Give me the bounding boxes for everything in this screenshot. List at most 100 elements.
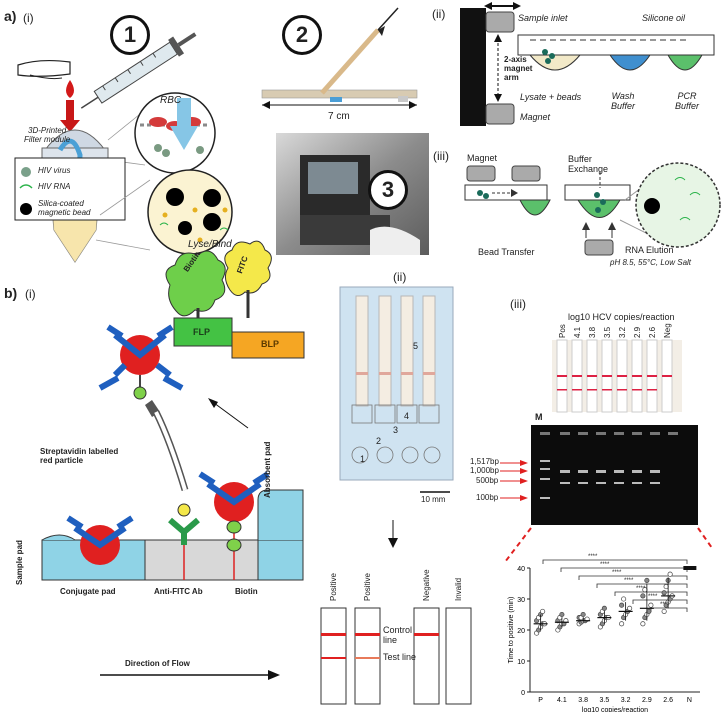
data-point [621,596,627,602]
y-tick-label: 10 [517,659,525,666]
magnet-block [485,103,515,125]
data-point [667,571,673,577]
blood-drop-icon [66,80,74,98]
gel-lane-label: 3.2 [618,326,627,338]
rna-elution-label: RNA Elution [625,245,674,255]
x-tick-label: N [687,697,692,704]
gel-lane-label: 3.8 [588,326,597,338]
gel-lane-label: Neg [663,323,672,338]
gel-marker-label: M [535,412,543,422]
panel-b-label: b) [4,285,18,301]
ladder-1517: 1,517bp [470,457,499,466]
x-tick-label: 3.8 [578,697,588,704]
step-3-badge: 3 [368,170,408,210]
panel-b-sub-i: (i) [25,287,36,301]
strip-num-4: 4 [404,411,410,421]
significance-label: **** [624,578,634,584]
red-arrow-icon [60,120,80,132]
data-point [691,566,695,570]
sample-inlet-label: Sample inlet [518,13,568,23]
data-point [661,608,667,614]
conjugate-pad-label: Conjugate pad [60,587,116,596]
legend-box [14,157,126,221]
gel-image [531,425,698,525]
panel-b-sub-iii: (iii) [510,297,526,311]
gel-lane-label: Pos [558,324,567,338]
syringe-icon [80,32,197,109]
rbc-label: RBC [160,95,182,106]
blp-box [231,331,305,359]
data-point [663,584,669,590]
significance-label: **** [648,594,658,600]
gel-lane-label: 4.1 [573,326,582,338]
strip-negative [413,607,440,705]
y-tick-label: 20 [517,628,525,635]
lysate-label: Lysate + beads [520,92,582,102]
strip-num-3: 3 [393,425,399,435]
finger-icon [17,59,71,77]
data-point [559,611,565,618]
wash-buffer-label: Wash Buffer [611,91,636,111]
strip-invalid [445,607,472,705]
bead-transfer-label: Bead Transfer [478,247,535,257]
magnet-arm [460,8,486,126]
data-point [644,577,650,583]
y-tick-label: 30 [517,597,525,604]
magnet-arm-label: 2-axis magnet arm [504,55,533,82]
biotin-bottom-label: Biotin [235,587,258,596]
result-label-negative: Negative [422,569,431,601]
transfer-magnet-label: Magnet [467,153,498,163]
bead-icon [20,203,32,215]
data-point [540,608,546,614]
filter-module-label: 3D-Printed Filter module [24,126,71,145]
strip-num-1: 1 [360,454,366,464]
x-tick-label: 4.1 [557,697,567,704]
gel-lane-label: 2.9 [633,326,642,338]
test-line-label: Test line [383,652,417,662]
y-axis-label: Time to positive (min) [508,597,515,664]
data-point [685,566,689,570]
data-point [619,602,625,608]
blp-label: BLP [261,339,279,349]
strip-positive-1 [320,607,347,705]
gel-title: log10 HCV copies/reaction [568,312,675,322]
significance-label: **** [588,554,598,560]
x-tick-label: 2.9 [642,697,652,704]
elution-circle [635,162,721,248]
buffer-exchange-label: Buffer Exchange [568,154,609,174]
step-2-badge: 2 [282,15,322,55]
silicone-oil-label: Silicone oil [642,13,686,23]
data-point [580,611,586,618]
biotin-blob [165,250,226,317]
y-tick-label: 0 [521,690,525,697]
x-tick-label: 3.5 [600,697,610,704]
elution-conditions-label: pH 8.5, 55°C, Low Salt [610,258,692,267]
data-point [683,566,687,570]
x-tick-label: 2.6 [663,697,673,704]
scale-bar-label: 10 mm [421,495,446,504]
panel-a-label: a) [4,8,17,24]
data-point [627,605,633,611]
chip-length-label: 7 cm [328,111,350,122]
ladder-500: 500bp [476,476,499,485]
pcr-buffer-label: PCR Buffer [675,91,700,111]
virus-icon [21,167,31,177]
flp-box [173,317,233,347]
panel-a-sub-i: (i) [23,11,34,25]
flp-label: FLP [193,327,210,337]
direction-label: Direction of Flow [125,659,190,668]
gel-lane-label: 3.5 [603,326,612,338]
panel-a-sub-iii: (iii) [433,149,449,163]
data-point [689,566,693,570]
anti-fitc-label: Anti-FITC Ab [154,587,203,596]
data-point [693,566,697,570]
panel-b-sub-ii: (ii) [393,270,407,284]
strip-num-2: 2 [376,436,382,446]
x-tick-label: P [538,697,543,704]
gel-lane-label: 2.6 [648,326,657,338]
control-line-label: Control line [383,625,413,645]
strip-positive-2 [354,607,381,705]
sample-pad-label: Sample pad [15,540,24,585]
x-axis-label: log10 copies/reaction [582,707,648,712]
